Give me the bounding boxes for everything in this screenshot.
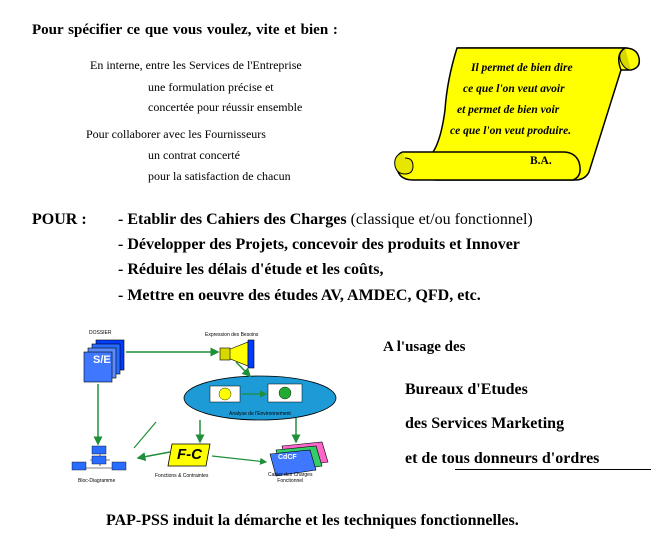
pour-item-1: - Etablir des Cahiers des Charges (class… [118,211,533,229]
bloc-diagram-icon [71,445,127,471]
megaphone-icon [219,339,255,369]
dossier-icon-text: S/E [93,354,111,366]
underline-rule [455,469,651,470]
analysis-label: Analyse de l'Environnement [229,411,291,417]
scroll-signature: B.A. [530,155,552,167]
intro-internal-line-1: En interne, entre les Services de l'Entr… [90,58,302,72]
intro-suppliers-line-2: un contrat concerté [148,148,240,162]
intro-internal-line-3: concertée pour réussir ensemble [148,100,303,114]
usage-heading: A l'usage des [383,339,466,355]
expression-label: Expression des Besoins [205,332,259,338]
pour-item-4: - Mettre en oeuvre des études AV, AMDEC,… [118,287,481,304]
parchment-scroll [394,47,641,181]
scroll-line-4: ce que l'on veut produire. [450,125,572,137]
pour-item-1-bold: - Etablir des Cahiers des Charges [118,211,347,228]
dossier-icon [83,339,125,383]
fc-box-text: F-C [177,446,202,463]
process-diagram [71,339,337,477]
page-title: Pour spécifier ce que vous voulez, vite … [32,22,338,38]
intro-suppliers-line-3: pour la satisfaction de chacun [148,169,291,183]
usage-line-2: des Services Marketing [405,415,565,432]
usage-line-3: et de tous donneurs d'ordres [405,450,600,467]
pour-item-2: - Développer des Projets, concevoir des … [118,236,520,253]
cdcf-book-text: CdCF [278,454,297,461]
functions-label: Fonctions & Contraintes [155,473,209,479]
pour-item-3: - Réduire les délais d'étude et les coût… [118,261,384,278]
pour-item-1-normal: (classique et/ou fonctionnel) [346,211,533,228]
intro-internal-line-2: une formulation précise et [148,80,274,94]
usage-line-1: Bureaux d'Etudes [405,381,528,398]
scroll-line-2: ce que l'on veut avoir [463,83,565,95]
scroll-line-1: Il permet de bien dire [471,62,573,74]
intro-suppliers-line-1: Pour collaborer avec les Fournisseurs [86,127,266,141]
cdcf-label: Cahier des Charges Fonctionnel [268,472,313,484]
scroll-line-3: et permet de bien voir [457,104,560,116]
footer-text: PAP-PSS induit la démarche et les techni… [106,512,519,529]
dossier-label: DOSSIER [89,330,112,336]
bloc-diagram-label: Bloc-Diagramme [78,478,116,484]
pour-label: POUR : [32,211,87,228]
